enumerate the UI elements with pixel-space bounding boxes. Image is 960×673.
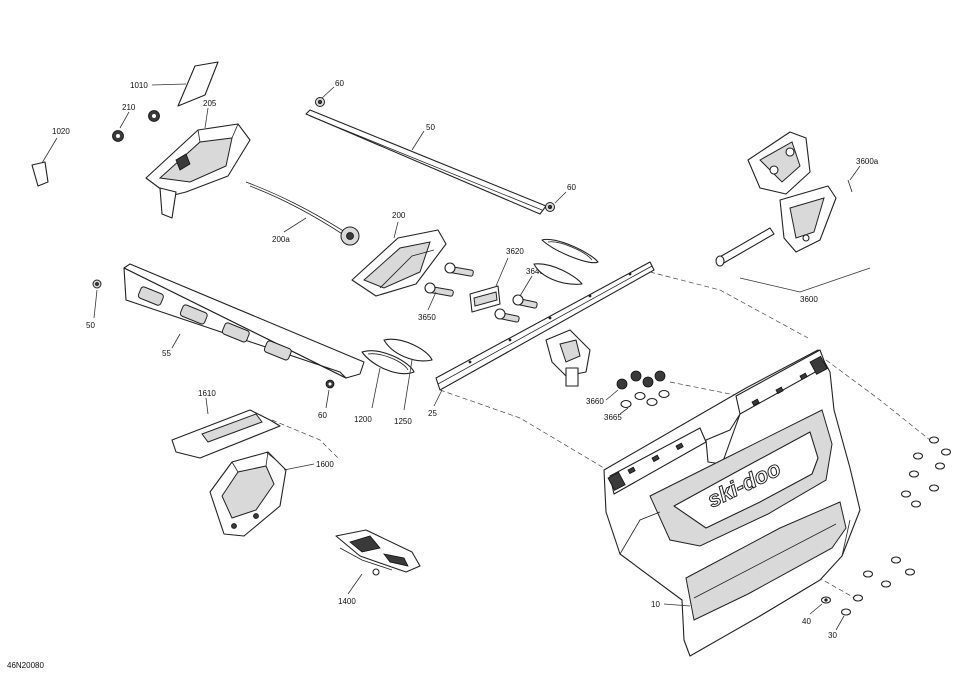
- callout-40: 40: [802, 603, 823, 626]
- callout-3620: 3620: [495, 247, 524, 287]
- svg-text:3660: 3660: [586, 397, 604, 406]
- svg-text:60: 60: [567, 183, 576, 192]
- callout-1610: 1610: [198, 389, 216, 415]
- svg-text:200: 200: [392, 211, 406, 220]
- callout-1200: 1200: [354, 367, 381, 424]
- svg-text:40: 40: [802, 617, 811, 626]
- callout-60-left: 50: [86, 289, 98, 330]
- part-1610-plate[interactable]: [171, 409, 281, 459]
- part-3600a-clip[interactable]: [847, 179, 853, 193]
- callout-55: 55: [162, 333, 181, 358]
- part-25-rail[interactable]: [435, 261, 655, 391]
- callout-10: 10: [651, 600, 691, 609]
- part-10-front-panel[interactable]: [603, 349, 861, 657]
- svg-text:1600: 1600: [316, 460, 334, 469]
- callout-3600a: 3600a: [849, 157, 879, 181]
- callout-50-top: 50: [411, 123, 435, 151]
- callout-3665: 3665: [604, 407, 629, 422]
- part-205-housing[interactable]: [145, 123, 251, 219]
- svg-text:60: 60: [318, 411, 327, 420]
- svg-text:30: 30: [828, 631, 837, 640]
- svg-text:1010: 1010: [130, 81, 148, 90]
- part-3660-nut[interactable]: [616, 370, 666, 390]
- part-3620-bracket[interactable]: [469, 285, 501, 313]
- part-3600-hinge[interactable]: [715, 131, 837, 267]
- svg-text:3640: 3640: [526, 267, 544, 276]
- callout-60-rod: 60: [554, 183, 576, 204]
- svg-text:10: 10: [651, 600, 660, 609]
- callout-1600: 1600: [283, 460, 334, 471]
- callout-25: 25: [428, 389, 443, 418]
- svg-text:1400: 1400: [338, 597, 356, 606]
- document-id: 46N20080: [7, 661, 44, 670]
- callout-210: 210: [119, 103, 136, 129]
- callout-60-top: 60: [321, 79, 344, 99]
- callout-205: 205: [203, 99, 217, 129]
- callout-3650: 3650: [418, 291, 437, 322]
- svg-text:25: 25: [428, 409, 437, 418]
- part-40-washer[interactable]: [820, 596, 832, 604]
- part-1010-decal[interactable]: [177, 61, 219, 107]
- part-1250-lens-cover[interactable]: [383, 338, 433, 362]
- svg-text:3665: 3665: [604, 413, 622, 422]
- callout-3640: 3640: [519, 267, 544, 297]
- svg-text:50: 50: [426, 123, 435, 132]
- svg-text:1020: 1020: [52, 127, 70, 136]
- part-60-screw-left[interactable]: [92, 279, 102, 289]
- part-60-screw-top[interactable]: [315, 97, 325, 107]
- part-3650-bolt[interactable]: [424, 262, 474, 297]
- callout-1250: 1250: [394, 359, 413, 426]
- part-55-side-panel[interactable]: [123, 263, 365, 379]
- hardware-bolts-right[interactable]: [840, 436, 952, 616]
- part-60-screw-bottom[interactable]: [325, 379, 335, 389]
- callout-1010: 1010: [130, 81, 187, 90]
- svg-text:55: 55: [162, 349, 171, 358]
- callout-60-bottom: 60: [318, 389, 330, 420]
- part-3665-washer[interactable]: [620, 389, 670, 409]
- svg-text:60: 60: [335, 79, 344, 88]
- svg-text:3600: 3600: [800, 295, 818, 304]
- svg-text:3600a: 3600a: [856, 157, 879, 166]
- alignment-lines: [271, 271, 931, 601]
- part-210-nut[interactable]: [112, 110, 160, 142]
- callout-1400: 1400: [338, 573, 363, 606]
- callout-1020: 1020: [41, 127, 70, 164]
- part-lens-cover-right[interactable]: [533, 263, 583, 285]
- part-60-screw-rod[interactable]: [545, 202, 555, 212]
- part-1200-gasket[interactable]: [361, 350, 415, 374]
- callout-200: 200: [392, 211, 406, 239]
- svg-text:50: 50: [86, 321, 95, 330]
- part-1400-linkage[interactable]: [335, 529, 421, 576]
- part-3640-bolt[interactable]: [494, 294, 538, 323]
- svg-text:46N20080: 46N20080: [7, 661, 44, 670]
- svg-text:210: 210: [122, 103, 136, 112]
- callout-30: 30: [828, 615, 845, 640]
- part-lens-gasket-right[interactable]: [541, 238, 599, 264]
- callout-3600: 3600: [739, 267, 871, 304]
- part-200-lens[interactable]: [351, 229, 447, 297]
- svg-text:205: 205: [203, 99, 217, 108]
- svg-text:1610: 1610: [198, 389, 216, 398]
- part-1020-label[interactable]: [31, 161, 49, 187]
- part-rail-bracket[interactable]: [545, 329, 591, 387]
- part-200a-harness[interactable]: [245, 181, 360, 246]
- svg-text:3650: 3650: [418, 313, 436, 322]
- svg-text:1200: 1200: [354, 415, 372, 424]
- svg-text:3620: 3620: [506, 247, 524, 256]
- svg-text:200a: 200a: [272, 235, 290, 244]
- svg-text:1250: 1250: [394, 417, 412, 426]
- part-1600-housing[interactable]: [209, 451, 287, 537]
- callout-200a: 200a: [272, 217, 307, 244]
- callout-3660: 3660: [586, 389, 619, 406]
